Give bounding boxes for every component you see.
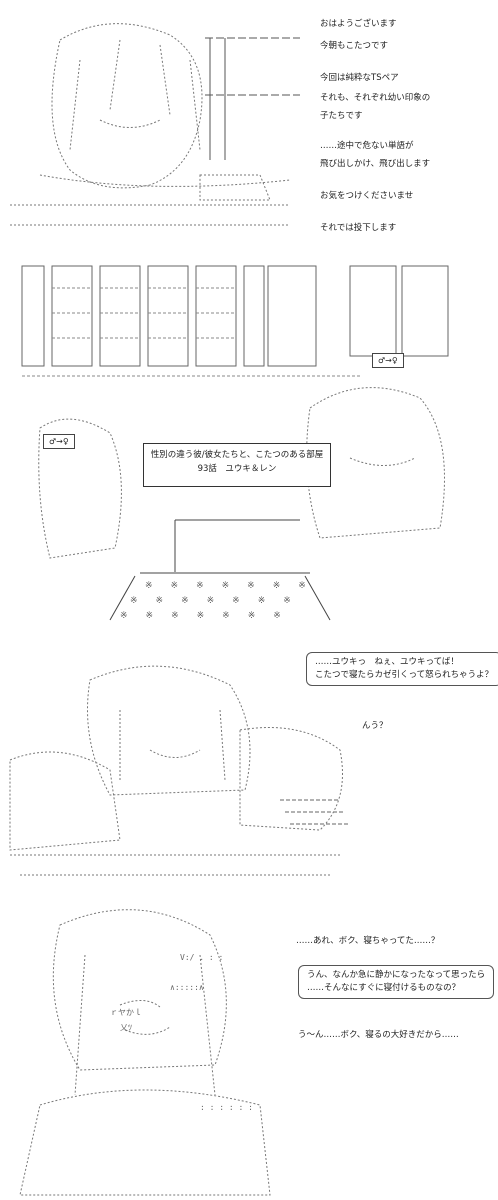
intro-line: それも、それぞれ幼い印象の	[320, 93, 431, 103]
svg-text:乂ﾂ: 乂ﾂ	[120, 1023, 132, 1032]
episode-title: 93話 ユウキ＆レン	[197, 464, 277, 474]
svg-text:※ ※ ※ ※ ※ ※ ※: ※ ※ ※ ※ ※ ※ ※	[120, 611, 281, 621]
svg-text:∧:::::∧: ∧:::::∧	[170, 983, 204, 992]
gender-tag-left: ♂→♀	[43, 434, 75, 449]
bubble-line: こたつで寝たらカゼ引くって怒られちゃうよ？	[315, 670, 494, 680]
panel-conversation: V:/ . : : ∧:::::∧ ｒヤかｌ 乂ﾂ : : : : : : ………	[0, 895, 498, 1200]
intro-line: おはようございます	[320, 19, 397, 29]
bubble-line: ……ユウキっ ねぇ、ユウキってば！	[315, 657, 459, 667]
speech-bubble-ren: うん、なんか急に静かになったなって思ったら ……そんなにすぐに寝付けるものなの？	[298, 965, 495, 999]
gender-tag-right: ♂→♀	[372, 353, 404, 368]
svg-text:V:/ . : :: V:/ . : :	[180, 953, 223, 962]
intro-line: ……途中で危ない単語が	[320, 141, 414, 151]
ascii-art-two-girls-kotatsu	[9, 665, 350, 876]
intro-line: 子たちです	[320, 111, 363, 121]
svg-text:※ ※ ※ ※ ※ ※ ※: ※ ※ ※ ※ ※ ※ ※	[145, 581, 306, 591]
intro-line: 今朝もこたつです	[320, 41, 389, 51]
series-title: 性別の違う彼/彼女たちと、こたつのある部屋	[150, 450, 324, 460]
intro-line: それでは投下します	[320, 223, 397, 233]
panel-title: ※ ※ ※ ※ ※ ※ ※ ※ ※ ※ ※ ※ ※ ※ ※ ※ ※ ※ ※ ※ …	[0, 258, 498, 630]
reply-yuuki: んう？	[362, 721, 388, 731]
ascii-art-room-windows: ※ ※ ※ ※ ※ ※ ※ ※ ※ ※ ※ ※ ※ ※ ※ ※ ※ ※ ※ ※ …	[21, 265, 449, 621]
ascii-art-girl-at-kotatsu	[10, 23, 300, 226]
bubble-line: うん、なんか急に静かになったなって思ったら	[307, 970, 486, 980]
intro-line: 飛び出しかけ、飛び出します	[320, 159, 431, 169]
panel-intro: おはようございます 今朝もこたつです 今回は純粋なTSペア それも、それぞれ幼い…	[0, 0, 498, 250]
ascii-art-sleepy-girl: V:/ . : : ∧:::::∧ ｒヤかｌ 乂ﾂ : : : : : :	[19, 909, 271, 1196]
intro-line: 今回は純粋なTSペア	[320, 73, 399, 83]
line-yuuki-awake: ……あれ、ボク、寝ちゃってた……？	[296, 936, 440, 946]
speech-bubble-ren: ……ユウキっ ねぇ、ユウキってば！ こたつで寝たらカゼ引くって怒られちゃうよ？	[306, 652, 498, 686]
intro-line: お気をつけくださいませ	[320, 191, 414, 201]
svg-text:ｒヤかｌ: ｒヤかｌ	[110, 1008, 142, 1017]
bubble-line: ……そんなにすぐに寝付けるものなの？	[307, 983, 461, 993]
line-yuuki-sleep-lover: う〜ん……ボク、寝るの大好きだから……	[298, 1030, 459, 1040]
episode-title-box: 性別の違う彼/彼女たちと、こたつのある部屋 93話 ユウキ＆レン	[143, 443, 331, 487]
svg-text:※ ※ ※ ※ ※ ※ ※: ※ ※ ※ ※ ※ ※ ※	[130, 596, 291, 606]
svg-text:: : : : : :: : : : : : :	[200, 1103, 253, 1112]
panel-wake-up: ……ユウキっ ねぇ、ユウキってば！ こたつで寝たらカゼ引くって怒られちゃうよ？ …	[0, 640, 498, 890]
